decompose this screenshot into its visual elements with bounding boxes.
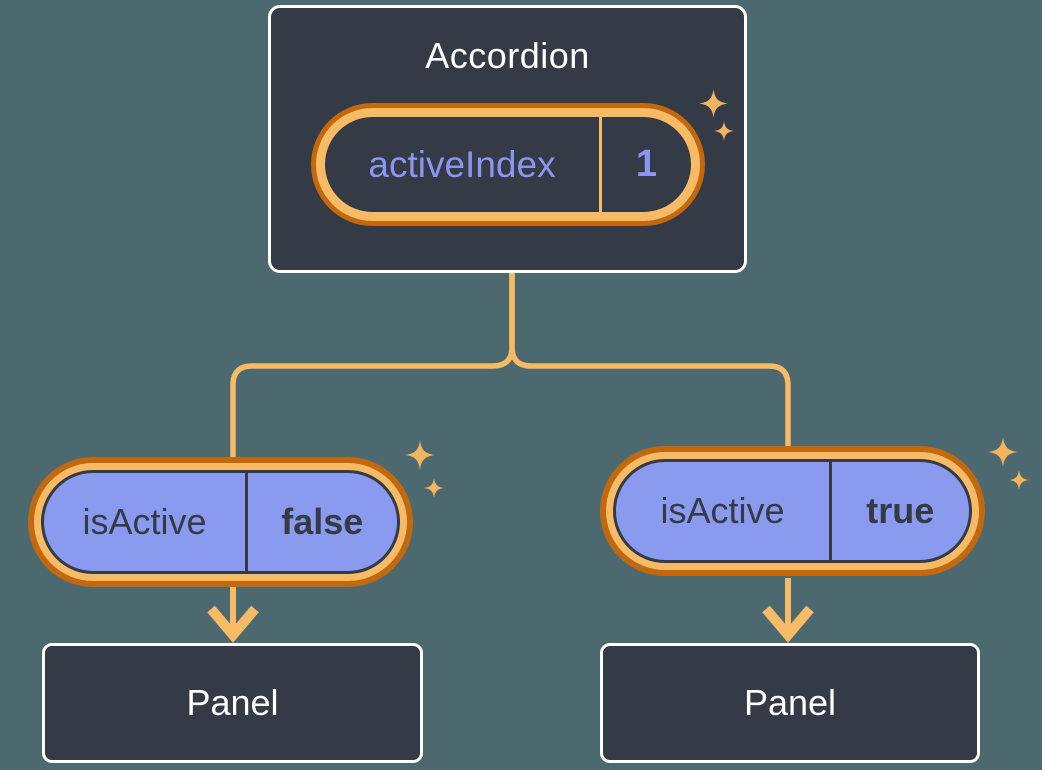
state-pill-label: activeIndex: [368, 143, 556, 185]
accordion-node: Accordion activeIndex 1: [268, 5, 747, 273]
panel-node-right: Panel: [600, 643, 980, 763]
state-pill-divider: [599, 117, 602, 212]
prop-pill-left-value: false: [281, 501, 364, 542]
prop-pill-right: isActive true: [613, 459, 972, 563]
prop-pill-right-divider: [829, 462, 832, 560]
sparkle-icon: [714, 121, 734, 141]
panel-right-title: Panel: [743, 682, 837, 723]
accordion-title: Accordion: [425, 35, 590, 76]
prop-pill-right-value: true: [866, 490, 935, 531]
sparkle-icon: [405, 440, 435, 470]
prop-pill-left-divider: [245, 473, 248, 571]
arrow-left-head: [207, 605, 259, 643]
branch-right-line: [509, 271, 791, 447]
prop-pill-left-label: isActive: [82, 501, 207, 542]
branch-left-line: [230, 271, 515, 458]
state-pill: activeIndex 1: [316, 108, 700, 221]
sparkle-icon: [424, 478, 444, 498]
prop-pill-left: isActive false: [41, 470, 400, 574]
sparkle-icon: [1009, 470, 1029, 490]
prop-pill-right-label: isActive: [660, 490, 785, 531]
sparkle-icon: [988, 437, 1018, 467]
sparkle-icon: [699, 89, 728, 118]
arrow-right-head: [762, 605, 814, 643]
panel-node-left: Panel: [42, 643, 423, 763]
panel-left-title: Panel: [186, 682, 279, 723]
state-pill-value: 1: [635, 143, 658, 185]
